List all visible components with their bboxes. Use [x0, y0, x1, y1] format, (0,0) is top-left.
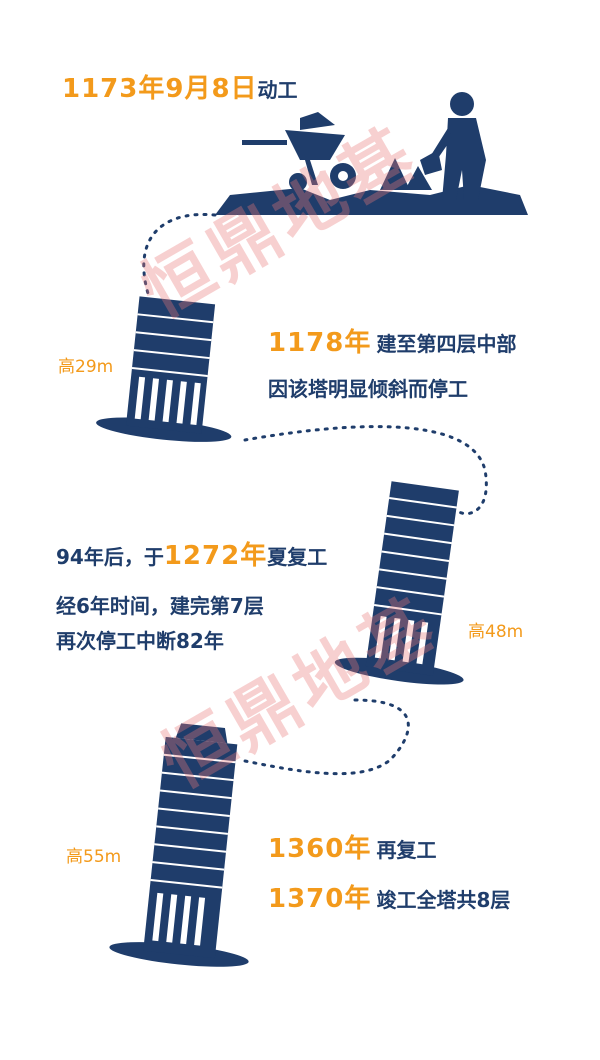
timeline-path: [142, 212, 488, 776]
start-date: 1173年9月8日: [62, 74, 258, 104]
stage1-text2: 因该塔明显倾斜而停工: [268, 377, 468, 401]
tower-icon: [96, 296, 232, 442]
stage3-year2: 1370年: [268, 884, 372, 914]
tower-icon: [334, 481, 464, 685]
stage3-line2: 1370年 竣工全塔共8层: [268, 878, 510, 915]
height-label-3: 高55m: [66, 847, 122, 867]
tower-icon: [109, 723, 249, 967]
stage2-text2: 经6年时间，建完第7层: [56, 594, 264, 618]
stage2-text3: 再次停工中断82年: [56, 629, 224, 653]
start-caption: 1173年9月8日动工: [62, 68, 298, 105]
stage2-year: 1272年: [163, 541, 268, 571]
stage3-text1: 再复工: [376, 838, 437, 862]
stage3-text2: 竣工全塔共8层: [376, 888, 511, 912]
stage3-year1: 1360年: [268, 834, 372, 864]
stage1-year: 1178年: [268, 328, 372, 358]
stage1-line1: 1178年 建至第四层中部: [268, 322, 516, 359]
stage2-prefix: 94年后，于: [56, 545, 164, 569]
stage1-text1: 建至第四层中部: [376, 332, 517, 356]
construction-icon: [215, 92, 528, 215]
stage2-suffix: 夏复工: [267, 545, 328, 569]
height-label-1: 高29m: [58, 357, 114, 377]
stage2-line1: 94年后，于1272年夏复工: [56, 535, 327, 572]
height-label-2: 高48m: [468, 622, 524, 642]
start-action: 动工: [257, 78, 298, 102]
stage3-line1: 1360年 再复工: [268, 828, 436, 865]
